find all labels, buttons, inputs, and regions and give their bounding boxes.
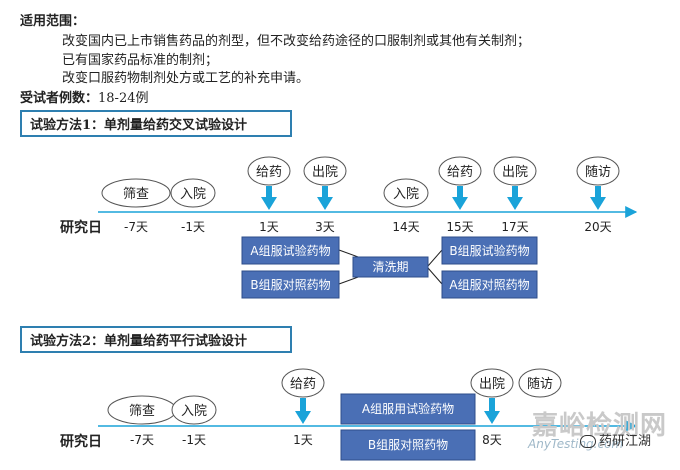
wechat-account-name: 药研江湖 — [599, 434, 652, 449]
method1-period2-box-a: A组服对照药物 — [441, 270, 538, 299]
method2-event-followup: 随访 — [518, 368, 562, 398]
method1-day-label: 20天 — [584, 220, 611, 234]
watermark-url: AnyTesting.com — [528, 437, 624, 451]
method1-event-dose-1: 给药 — [247, 156, 291, 210]
method1-oval-screening: 筛查 — [101, 178, 171, 208]
method2-axis-label: 研究日 — [60, 433, 102, 450]
method1-event-followup: 随访 — [576, 156, 620, 210]
method1-axis-label: 研究日 — [60, 219, 102, 236]
method1-period1-box-a-label: A组服试验药物 — [250, 243, 330, 258]
method1-oval-admit-2: 入院 — [383, 178, 429, 208]
method1-event-dose-2: 给药 — [438, 156, 482, 210]
method1-period2-box-a-label: A组服对照药物 — [449, 278, 529, 292]
method1-day-label: 3天 — [315, 220, 335, 234]
method2-oval-admit: 入院 — [171, 395, 217, 425]
method1-event-dose-2-label: 给药 — [447, 165, 473, 180]
method2-oval-admit-label: 入院 — [181, 404, 207, 419]
method2-day-label: -7天 — [130, 433, 154, 447]
method1-oval-admit-2-label: 入院 — [393, 187, 419, 202]
method2-day-label: -1天 — [182, 433, 206, 447]
method1-day-label: -7天 — [124, 220, 148, 234]
method2-box-b-label: B组服对照药物 — [368, 438, 448, 452]
method1-period2-box-b: B组服试验药物 — [441, 236, 538, 265]
subjects-value: 18-24例 — [98, 91, 149, 106]
method1-event-discharge-2: 出院 — [493, 156, 537, 210]
method1-washout-label: 清洗期 — [372, 260, 408, 274]
method1-event-discharge-2-label: 出院 — [502, 165, 528, 180]
method2-event-followup-label: 随访 — [527, 377, 553, 392]
method2-day-label: 8天 — [482, 433, 502, 447]
method1-event-discharge-1-label: 出院 — [312, 165, 338, 180]
wechat-account: 药研江湖 — [580, 430, 651, 449]
crossover-line — [427, 249, 443, 267]
method2-event-dose-label: 给药 — [290, 377, 316, 392]
method1-event-followup-label: 随访 — [585, 165, 611, 180]
method1-period1-box-b: B组服对照药物 — [241, 270, 340, 299]
method2-event-dose: 给药 — [281, 368, 325, 424]
subjects-label: 受试者例数： — [20, 91, 99, 106]
method1-day-label: 15天 — [446, 220, 473, 234]
method1-oval-admit-1-label: 入院 — [180, 187, 206, 202]
method2-box-a: A组服用试验药物 — [340, 393, 476, 425]
crossover-line — [427, 267, 443, 285]
method2-box-a-label: A组服用试验药物 — [362, 401, 454, 416]
method1-title: 试验方法1：单剂量给药交叉试验设计 — [20, 110, 292, 137]
method1-day-label: 1天 — [259, 220, 279, 234]
scope-line-1: 改变国内已上市销售药品的剂型，但不改变给药途径的口服制剂或其他有关制剂； — [62, 34, 531, 49]
wechat-icon — [580, 435, 596, 448]
method1-period1-box-b-label: B组服对照药物 — [250, 278, 330, 292]
scope-heading: 适用范围： — [20, 14, 86, 29]
method1-oval-admit-1: 入院 — [170, 178, 216, 208]
method1-period1-box-a: A组服试验药物 — [241, 236, 340, 265]
method1-event-dose-1-label: 给药 — [256, 165, 282, 180]
scope-line-3: 改变口服药物制剂处方或工艺的补充申请。 — [62, 71, 310, 86]
method2-oval-screening: 筛查 — [107, 395, 177, 425]
method2-event-discharge-label: 出院 — [479, 377, 505, 392]
method2-day-label: 1天 — [293, 433, 313, 447]
subjects-row: 受试者例数：18-24例 — [20, 87, 149, 106]
method1-event-discharge-1: 出院 — [303, 156, 347, 210]
method1-day-label: 14天 — [392, 220, 419, 234]
method1-day-label: 17天 — [501, 220, 528, 234]
method2-oval-screening-label: 筛查 — [129, 404, 155, 419]
method2-title: 试验方法2：单剂量给药平行试验设计 — [20, 326, 292, 353]
scope-line-2: 已有国家药品标准的制剂； — [62, 53, 219, 68]
method1-oval-screening-label: 筛查 — [123, 187, 149, 202]
method2-box-b: B组服对照药物 — [340, 429, 476, 461]
method1-day-label: -1天 — [181, 220, 205, 234]
method1-period2-box-b-label: B组服试验药物 — [449, 243, 529, 258]
method2-event-discharge: 出院 — [470, 368, 514, 424]
method1-washout-box: 清洗期 — [352, 256, 429, 278]
watermark-brand: 嘉峪检测网 — [532, 411, 668, 441]
